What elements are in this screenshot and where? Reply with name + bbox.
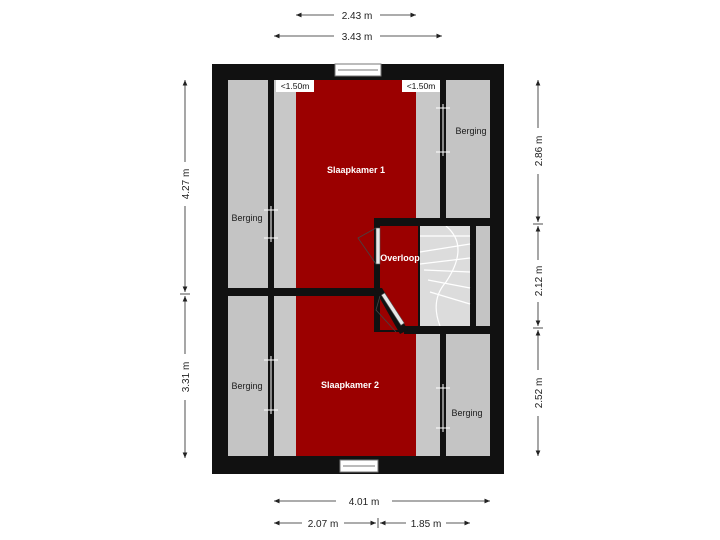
- dimension-left-lower: 3.31 m: [181, 362, 192, 393]
- dimension-bottom-right: 1.85 m: [411, 519, 442, 530]
- door-swing-icon: [357, 227, 405, 333]
- dimension-arrow-icon: [180, 12, 543, 528]
- headroom-badge-right: [402, 80, 440, 92]
- dimension-right-lower: 2.52 m: [534, 378, 545, 409]
- stair-shaft: [476, 226, 490, 326]
- headroom-badge-left: [276, 80, 314, 92]
- room-label-storage-top-right: Berging: [455, 126, 486, 136]
- dimension-left-upper: 4.27 m: [181, 169, 192, 200]
- dimension-right-upper: 2.86 m: [534, 136, 545, 167]
- storage-bottom-left: [228, 296, 268, 456]
- dimension-bottom-left: 2.07 m: [308, 519, 339, 530]
- wall-stair-bottom: [404, 326, 490, 334]
- low-ceiling-strip-left-bottom: [274, 296, 296, 456]
- stairs: [420, 226, 470, 326]
- low-ceiling-strip-left-top: [274, 80, 296, 288]
- room-label-storage-bottom-right: Berging: [451, 408, 482, 418]
- dimension-bottom-total: 4.01 m: [349, 497, 380, 508]
- wall-stair-top: [418, 218, 490, 226]
- storage-top-left: [228, 80, 268, 288]
- headroom-badge-left-text: <1.50m: [281, 81, 310, 91]
- storage-bottom-right: [446, 334, 490, 456]
- headroom-badge-right-text: <1.50m: [407, 81, 436, 91]
- low-ceiling-strip-right-bottom: [416, 334, 440, 456]
- room-label-storage-top-left: Berging: [231, 213, 262, 223]
- landing-floor: [380, 226, 418, 330]
- wall-left-knee: [268, 80, 274, 456]
- dimension-top-outer: 3.43 m: [342, 32, 373, 43]
- low-ceiling-strip-right-top: [416, 80, 440, 218]
- room-label-bedroom-2: Slaapkamer 2: [321, 380, 379, 390]
- dimension-top-inner: 2.43 m: [342, 11, 373, 22]
- stair-icon: [419, 225, 471, 327]
- storage-top-right: [446, 80, 490, 218]
- room-label-storage-bottom-left: Berging: [231, 381, 262, 391]
- wall-horizontal-middle: [228, 288, 380, 296]
- room-label-bedroom-1: Slaapkamer 1: [327, 165, 385, 175]
- door-swing-icon: [264, 104, 450, 432]
- dimension-right-middle: 2.12 m: [534, 266, 545, 297]
- room-label-landing: Overloop: [380, 253, 420, 263]
